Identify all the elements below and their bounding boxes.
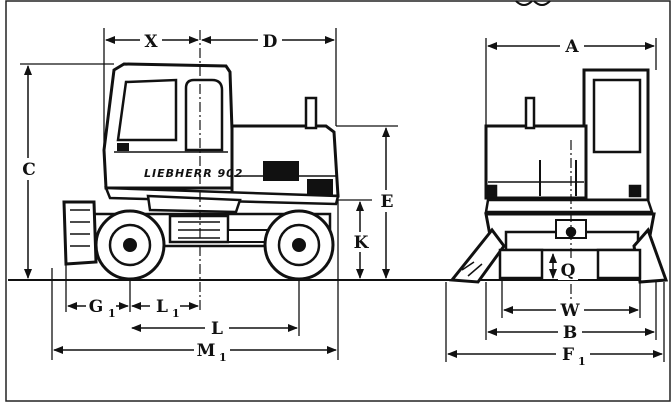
blade-ribs	[70, 209, 90, 247]
label-bg-k	[350, 232, 372, 252]
label-g1-subscript: 1	[108, 307, 116, 320]
front-extension-lines	[445, 38, 665, 362]
front-tyre-right	[596, 248, 642, 280]
rear-wheel-rim	[277, 223, 321, 267]
label-b: B	[563, 323, 577, 343]
frame-border	[5, 0, 671, 402]
outrigger-left	[449, 227, 506, 284]
cab-front-window	[116, 78, 178, 142]
label-f1-subscript: 1	[578, 355, 586, 368]
axle-link	[227, 229, 269, 243]
label-m1-subscript: 1	[219, 351, 227, 364]
top-edge-fragment	[515, 0, 551, 6]
label-a: A	[564, 37, 579, 57]
label-bg-d	[258, 30, 282, 50]
label-x: X	[144, 32, 158, 52]
label-bg-g1	[86, 295, 116, 317]
upper-body-base	[104, 186, 340, 206]
label-g1: G	[89, 297, 104, 317]
label-l1: L	[156, 297, 168, 317]
chassis-box-ribs	[178, 221, 220, 239]
label-bg-l1	[150, 295, 180, 317]
engine-grille	[263, 161, 299, 181]
label-c: C	[22, 160, 36, 180]
label-w: W	[559, 301, 580, 321]
exhaust-pipe	[304, 96, 318, 130]
label-d: D	[263, 32, 278, 52]
label-bg-m1	[194, 339, 230, 361]
label-bg-f1	[556, 343, 590, 365]
turntable	[146, 194, 242, 214]
label-q: Q	[561, 261, 576, 281]
label-bg-e	[376, 190, 398, 212]
label-bg-l	[205, 318, 229, 338]
front-blade	[62, 200, 98, 266]
label-bg-a	[560, 35, 584, 57]
front-step-rails	[539, 160, 577, 196]
front-light-left	[484, 184, 498, 198]
label-f1: F	[562, 345, 574, 365]
label-l: L	[211, 319, 223, 339]
rear-wheel-hub	[292, 238, 306, 252]
front-tyre-left	[498, 248, 544, 280]
rear-light	[307, 179, 333, 195]
front-wheel-hub	[123, 238, 137, 252]
brand-lettering: LIEBHERR 902	[144, 167, 243, 180]
label-bg-x	[140, 30, 162, 50]
label-bg-q	[558, 260, 578, 280]
front-exhaust	[524, 96, 536, 130]
cab-door-window	[184, 78, 224, 152]
front-wheel-rim	[108, 223, 152, 267]
label-m1: M	[197, 341, 216, 361]
label-e: E	[381, 192, 394, 212]
front-turntable	[484, 198, 654, 214]
label-bg-w	[556, 299, 584, 321]
outrigger-left-ribs	[461, 261, 483, 277]
front-view-machine	[449, 68, 669, 284]
label-l1-subscript: 1	[172, 307, 180, 320]
label-bg-c	[18, 158, 40, 180]
front-engine-housing	[484, 124, 588, 200]
front-cab-window	[592, 78, 642, 154]
label-k: K	[354, 233, 370, 253]
cab-handle	[117, 143, 129, 151]
front-light-right	[628, 184, 642, 198]
label-bg-b	[558, 321, 582, 343]
side-view-machine	[62, 62, 340, 281]
side-extension-lines	[20, 28, 398, 360]
